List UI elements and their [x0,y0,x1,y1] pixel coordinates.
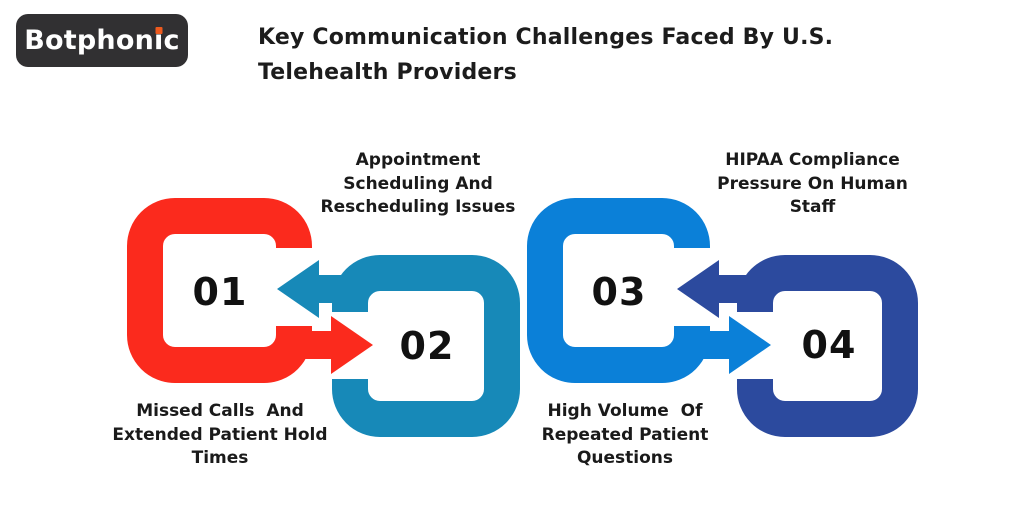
step-label-hipaa-compliance: HIPAA Compliance Pressure On Human Staff [717,150,908,217]
arrow-02-to-01 [277,260,362,318]
arrow-04-to-03 [677,260,762,318]
step-label-repeated-questions: High Volume Of Repeated Patient Question… [541,401,709,468]
ring-step-03 [527,198,710,383]
ring-step-02 [332,255,520,437]
ring-step-01 [127,198,312,383]
step-number-04: 04 [801,323,857,367]
botphonic-logo: Botphonic [16,14,188,67]
step-number-02: 02 [399,324,455,368]
arrow-01-to-02 [276,316,373,374]
logo-text-prefix: Botphon [24,25,155,56]
logo-text: Botphonic [24,27,179,54]
step-label-missed-calls: Missed Calls And Extended Patient Hold T… [112,401,328,468]
step-label-appointment-scheduling: Appointment Scheduling And Rescheduling … [320,150,516,217]
page-title: Key Communication Challenges Faced By U.… [258,25,834,85]
logo-letter-i-orange-dot: i [154,25,164,56]
logo-text-suffix: c [163,25,180,56]
step-number-03: 03 [591,270,647,314]
step-number-01: 01 [192,270,248,314]
ring-step-04 [737,255,918,437]
arrow-03-to-04 [674,316,771,374]
